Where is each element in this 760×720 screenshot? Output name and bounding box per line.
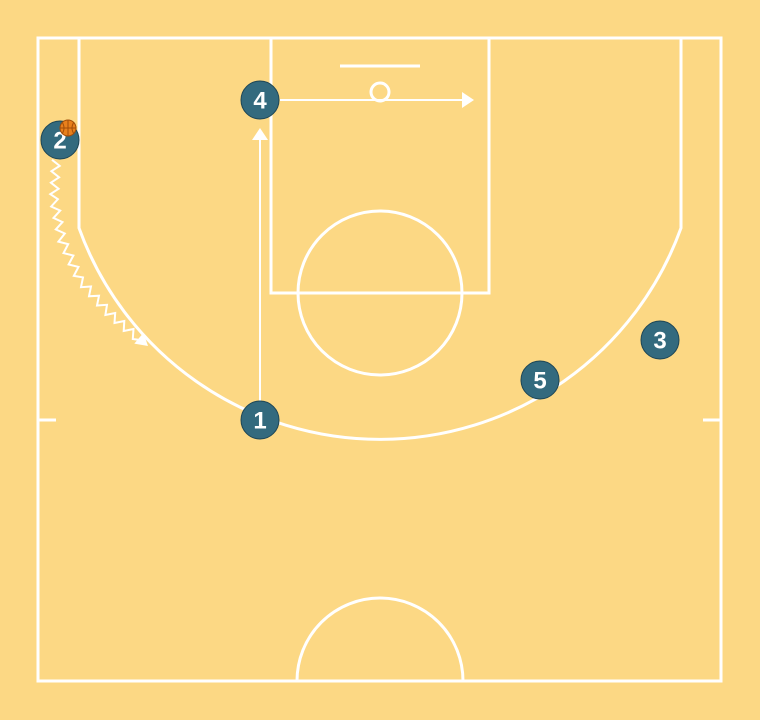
- center-circle: [295, 596, 465, 682]
- dribble-arrowhead-2: [134, 332, 148, 346]
- three-point-line: [77, 38, 683, 441]
- paint: [269, 36, 491, 295]
- cut-arrowhead-1: [252, 128, 268, 140]
- player-3: 3: [640, 320, 680, 360]
- free-throw-circle: [296, 209, 464, 377]
- player-1: 1: [240, 400, 280, 440]
- player-label: 5: [533, 368, 546, 395]
- player-label: 1: [253, 408, 266, 435]
- basketball-icon: [59, 119, 77, 137]
- player-4: 4: [240, 80, 280, 120]
- player-label: 4: [253, 88, 267, 115]
- player-5: 5: [520, 360, 560, 400]
- cut-arrowhead-4: [462, 92, 474, 108]
- player-label: 3: [653, 328, 666, 355]
- dribble-arrow-2: [48, 159, 141, 341]
